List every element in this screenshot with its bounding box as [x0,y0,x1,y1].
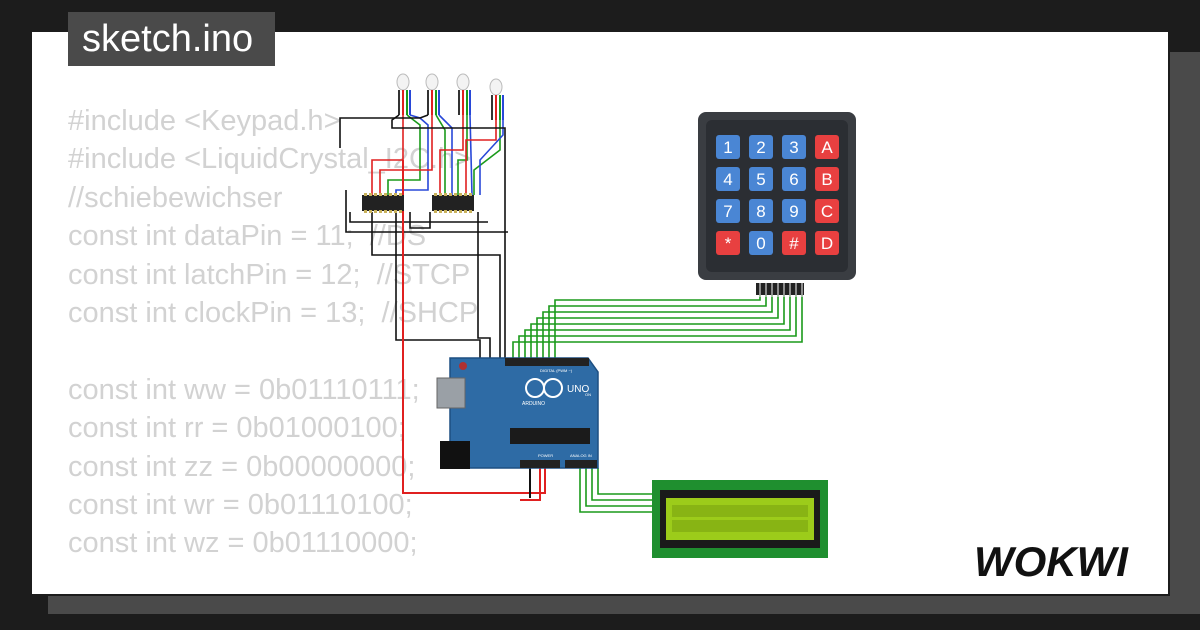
keypad-key-D[interactable]: D [815,231,839,255]
keypad-key-label: 1 [723,138,732,157]
keypad-key-label: D [821,234,833,253]
power-label: POWER [538,453,553,458]
keypad-key-label: 0 [756,234,765,253]
arduino-uno-board[interactable]: UNO ARDUINO DIGITAL (PWM ~) POWER ANALOG… [436,357,599,469]
code-line: #include <Keypad.h> [68,105,341,137]
keypad-key-label: 5 [756,170,765,189]
keypad-key-2[interactable]: 2 [749,135,773,159]
arduino-logo-text: UNO [567,384,589,395]
led-4[interactable] [489,78,504,120]
membrane-keypad[interactable]: 1 2 3 A 4 5 6 B 7 8 9 C * 0 # D [698,112,856,297]
code-line: const int rr = 0b01000100; [68,412,406,445]
shift-register-1[interactable] [362,193,404,213]
keypad-key-label: 4 [723,170,732,189]
keypad-key-label: 2 [756,138,765,157]
shift-register-2[interactable] [432,193,474,213]
keypad-key-A[interactable]: A [815,135,839,159]
arduino-brand-text: ARDUINO [522,401,545,407]
wokwi-logo: WOKWI [974,538,1129,585]
code-line: //schiebewichser [68,181,283,214]
keypad-key-#[interactable]: # [782,231,806,255]
keypad-key-8[interactable]: 8 [749,199,773,223]
keypad-key-9[interactable]: 9 [782,199,806,223]
on-label: ON [585,392,591,397]
keypad-key-1[interactable]: 1 [716,135,740,159]
keypad-key-*[interactable]: * [716,231,740,255]
keypad-key-3[interactable]: 3 [782,135,806,159]
keypad-key-C[interactable]: C [815,199,839,223]
keypad-key-6[interactable]: 6 [782,167,806,191]
code-line: const int zz = 0b00000000; [68,450,416,483]
led-2[interactable] [425,73,440,115]
keypad-key-7[interactable]: 7 [716,199,740,223]
code-line: const int wr = 0b01110100; [68,488,413,521]
file-tab[interactable]: sketch.ino [68,12,276,66]
code-background: #include <Keypad.h>#include <LiquidCryst… [68,102,478,563]
led-group [396,73,504,120]
keypad-key-B[interactable]: B [815,167,839,191]
preview-card [30,30,1170,596]
code-line: const int latchPin = 12; //STCP [68,258,471,291]
analog-label: ANALOG IN [570,453,592,458]
led-1[interactable] [396,73,411,115]
keypad-key-label: B [821,170,832,189]
keypad-key-label: 7 [723,202,732,221]
wokwi-logo-text: WOKWI [974,538,1129,585]
code-line: const int wz = 0b01110000; [68,527,418,560]
lcd-display[interactable] [652,480,828,558]
keypad-key-label: * [725,234,732,253]
led-3[interactable] [456,73,471,115]
keypad-key-label: 6 [789,170,798,189]
keypad-key-5[interactable]: 5 [749,167,773,191]
keypad-key-label: 3 [789,138,798,157]
wiring [339,114,803,513]
code-line: const int ww = 0b01110111; [68,373,420,406]
code-line: const int dataPin = 11; //DS [68,220,427,253]
keypad-key-0[interactable]: 0 [749,231,773,255]
digital-label: DIGITAL (PWM ~) [540,368,573,373]
keypad-key-label: # [789,234,799,253]
keypad-key-4[interactable]: 4 [716,167,740,191]
keypad-key-label: 9 [789,202,798,221]
keypad-key-label: C [821,202,833,221]
keypad-key-label: A [821,138,833,157]
keypad-key-label: 8 [756,202,765,221]
code-line: const int clockPin = 13; //SHCP [68,296,479,329]
